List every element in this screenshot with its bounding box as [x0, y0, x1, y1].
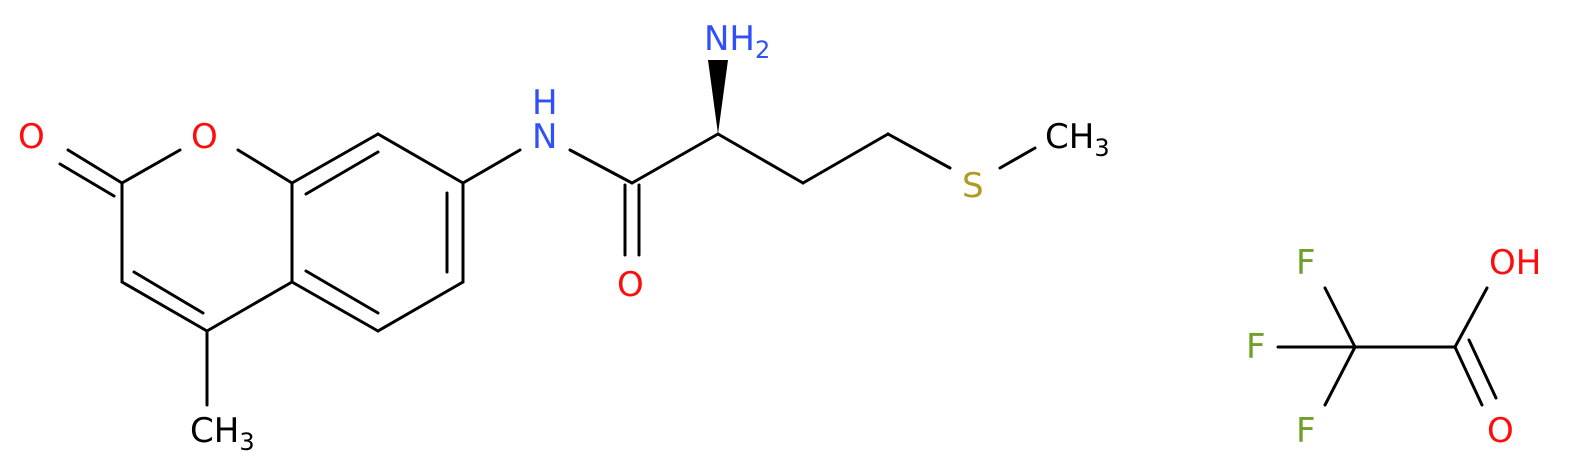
bond-c7-n	[461, 148, 522, 185]
bond-s-ch3	[998, 146, 1037, 170]
bond-c8-c7	[376, 132, 465, 185]
bond-c6-c5	[376, 280, 465, 333]
bond-cf3-f-top	[1323, 286, 1357, 349]
atom-labels: O O H N NH2 O S CH3 CH3 F F F OH O	[18, 19, 1541, 456]
bond-cg-s	[886, 132, 952, 170]
label-acid-o: O	[1487, 411, 1514, 451]
coumarin-bonds	[58, 132, 465, 407]
bond-ca-cb	[716, 132, 805, 185]
bond-c4-c3-inner	[132, 270, 205, 315]
label-acid-oh: OH	[1489, 243, 1541, 283]
label-sulfur: S	[962, 166, 984, 206]
bond-c5-c4a	[290, 280, 380, 333]
bond-cf3-f-bottom	[1323, 345, 1357, 407]
label-methyl-s: CH3	[1045, 117, 1110, 162]
label-ring-o: O	[191, 117, 218, 157]
label-amine: NH2	[704, 19, 770, 64]
label-amide-n: N	[532, 117, 557, 157]
label-amide-h: H	[532, 83, 558, 123]
label-f-top: F	[1296, 243, 1316, 283]
bond-o1-c8a	[236, 148, 294, 185]
bond-c8a-c8	[290, 132, 380, 185]
bond-c-o-a	[1453, 345, 1484, 407]
bond-cb-cg	[801, 132, 890, 185]
tfa-bonds	[1276, 286, 1498, 407]
bond-c2-o-double-b	[58, 162, 116, 198]
bond-n-co	[568, 148, 634, 185]
wedge-ca-nh2	[708, 60, 728, 134]
sidechain-bonds	[461, 60, 1037, 257]
bond-c2-o-double-a	[66, 148, 124, 185]
bond-c4a-c4	[205, 280, 294, 333]
label-methyl-ring: CH3	[190, 411, 255, 456]
bond-co-ca	[630, 132, 720, 185]
label-f-bottom: F	[1296, 411, 1316, 451]
bond-c5-c4a-inner	[304, 269, 380, 315]
label-amide-o: O	[617, 265, 644, 305]
label-carbonyl-o-left: O	[18, 117, 45, 157]
bond-c-oh	[1453, 286, 1489, 349]
bond-c8a-c8-inner	[304, 150, 380, 196]
bond-c-o-b	[1467, 338, 1498, 400]
bond-c4-c3	[120, 280, 209, 333]
label-f-mid: F	[1246, 327, 1266, 367]
bond-c2-o1	[120, 148, 182, 185]
